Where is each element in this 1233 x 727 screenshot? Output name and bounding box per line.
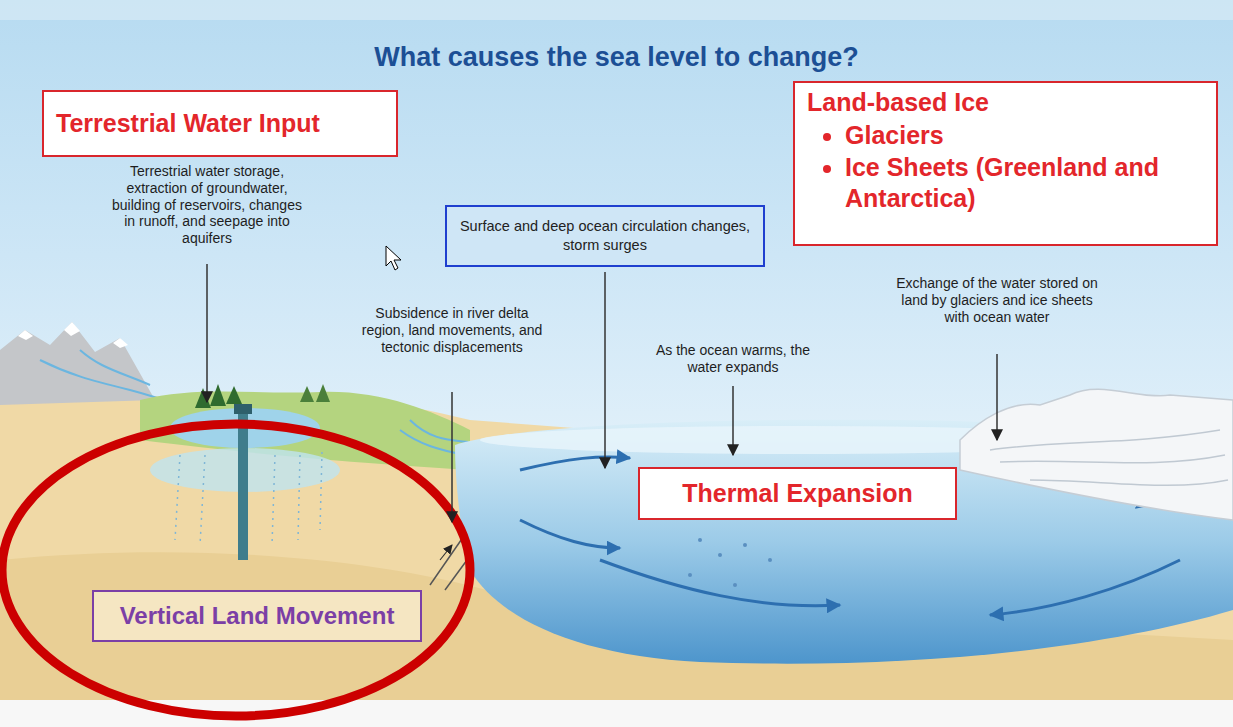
- tree: [226, 386, 242, 404]
- tree: [195, 388, 211, 408]
- cause-box: Terrestrial Water Input: [42, 90, 398, 157]
- diagram-title: What causes the sea level to change?: [0, 42, 1233, 73]
- tree: [316, 384, 330, 402]
- box-heading: Land-based Ice: [807, 87, 1204, 118]
- snow-cap: [113, 338, 128, 348]
- leader-arrow: [206, 264, 208, 402]
- top-strip: [0, 0, 1233, 20]
- cause-box: Vertical Land Movement: [92, 590, 422, 642]
- cause-box: Thermal Expansion: [638, 467, 957, 520]
- annotation: Subsidence in river delta region, land m…: [357, 305, 547, 355]
- current: [600, 560, 840, 606]
- bullet-item: Ice Sheets (Greenland and Antarctica): [845, 152, 1204, 215]
- box-text: Terrestrial Water Input: [56, 109, 320, 138]
- tree: [300, 386, 314, 402]
- ice-layer: [1030, 480, 1228, 485]
- ice-sheet: [960, 389, 1233, 520]
- leader-lines: [207, 264, 997, 522]
- particle: [688, 573, 692, 577]
- fault-arrow: [440, 545, 452, 560]
- leader-arrow: [732, 386, 734, 455]
- annotation: As the ocean warms, the water expands: [638, 342, 828, 376]
- mountain: [0, 322, 155, 405]
- current: [990, 560, 1180, 615]
- bullet-item: Glaciers: [845, 120, 1204, 151]
- current: [520, 457, 630, 470]
- bullet-list: GlaciersIce Sheets (Greenland and Antarc…: [807, 120, 1204, 214]
- river: [80, 350, 150, 385]
- seepage: [175, 452, 322, 545]
- particle: [768, 558, 772, 562]
- mouse-cursor: [386, 246, 401, 270]
- particle: [743, 543, 747, 547]
- annotation: Terrestrial water storage, extraction of…: [107, 163, 307, 247]
- seepage-line: [175, 455, 180, 540]
- snow-cap: [18, 330, 33, 340]
- box-text: Thermal Expansion: [682, 479, 913, 508]
- current: [520, 520, 620, 548]
- leader-arrow: [604, 272, 606, 468]
- ice-layers: [990, 430, 1228, 485]
- tree: [210, 384, 226, 406]
- particle: [698, 538, 702, 542]
- leader-arrow: [451, 392, 453, 522]
- leader-arrow: [996, 354, 998, 440]
- ice-layer: [990, 430, 1220, 450]
- delta-channel: [410, 420, 468, 442]
- highlight-ellipse: [2, 424, 470, 716]
- well-head: [234, 404, 252, 414]
- well: [238, 410, 248, 560]
- annotation: Exchange of the water stored on land by …: [895, 275, 1100, 325]
- cause-box: Land-based IceGlaciersIce Sheets (Greenl…: [793, 81, 1218, 246]
- ice-layer: [1000, 455, 1225, 463]
- seepage-line: [320, 452, 322, 530]
- seepage-line: [272, 455, 275, 545]
- box-text: Vertical Land Movement: [120, 602, 395, 630]
- process-box: Surface and deep ocean circulation chang…: [445, 205, 765, 267]
- particle: [718, 553, 722, 557]
- seepage-line: [298, 455, 300, 540]
- seepage-line: [200, 455, 205, 545]
- ground: [0, 390, 1233, 700]
- box-text: Surface and deep ocean circulation chang…: [457, 217, 753, 255]
- snow-cap: [64, 322, 80, 336]
- particle: [733, 583, 737, 587]
- particles: [688, 538, 772, 587]
